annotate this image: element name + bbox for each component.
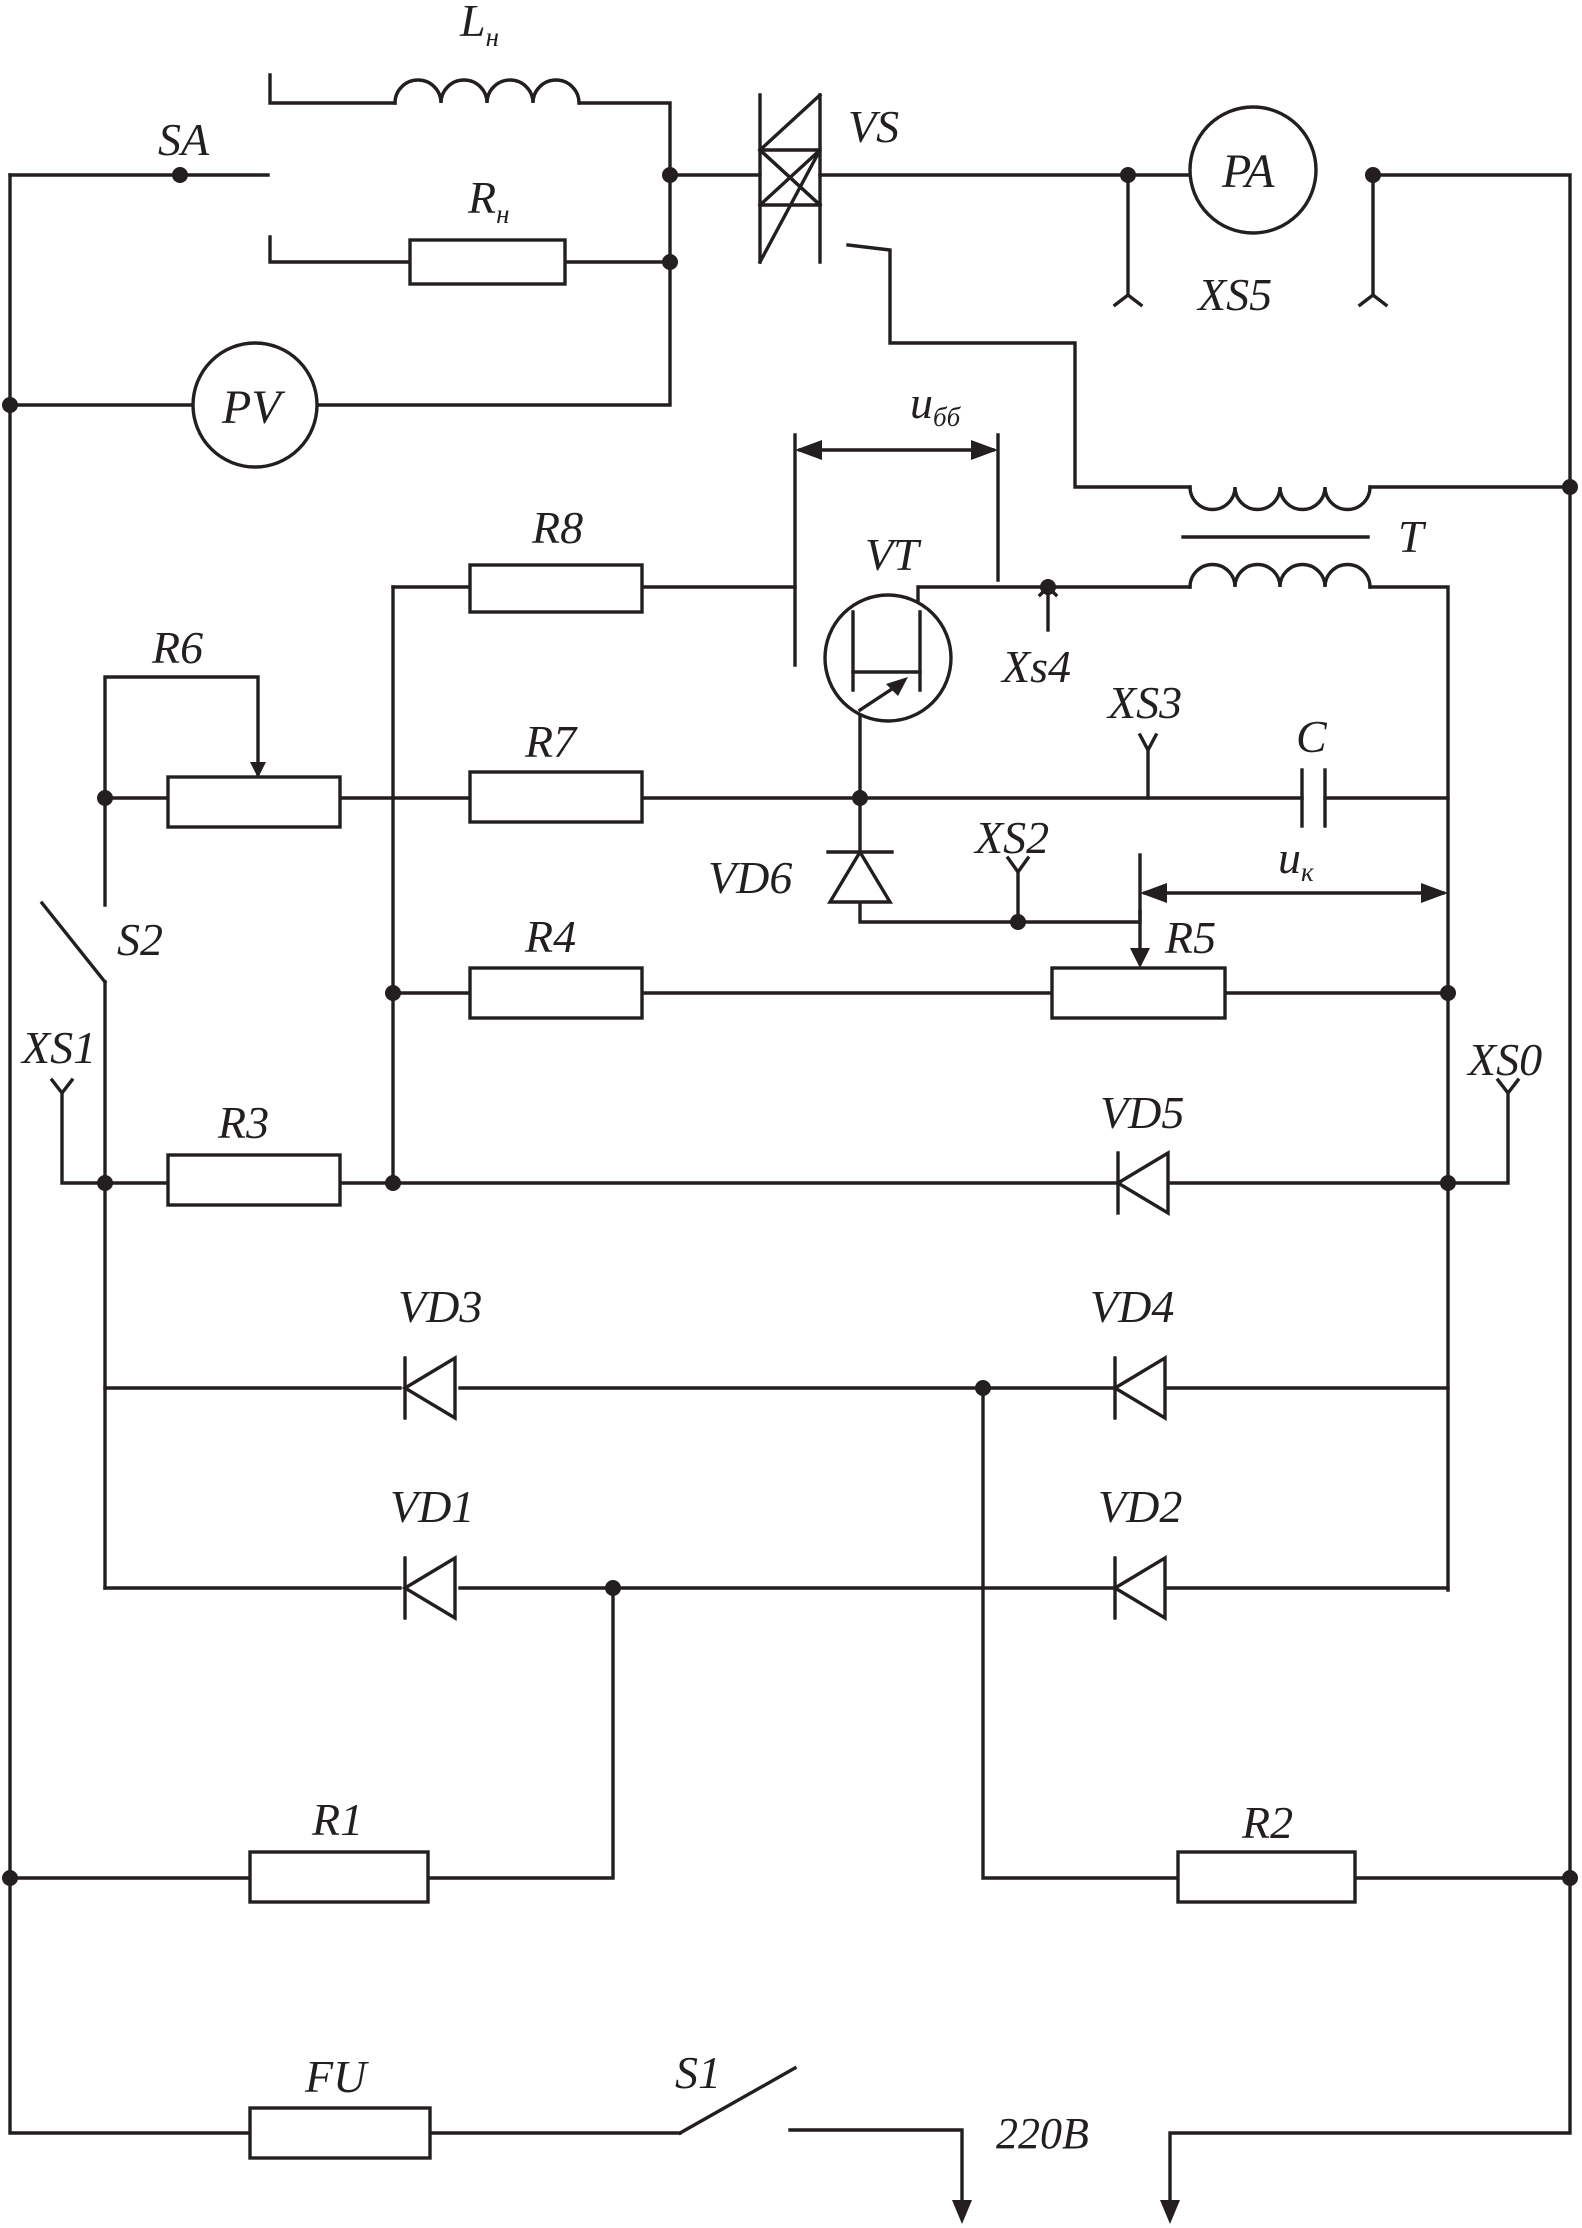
- label-rn: Rн: [467, 172, 510, 229]
- label-pa: PA: [1221, 145, 1275, 198]
- junction-dots: [2, 167, 1578, 1886]
- label-r3: R3: [217, 1097, 269, 1148]
- diode-vd1: [401, 1554, 457, 1622]
- label-u-k: uк: [1278, 832, 1314, 887]
- label-u-bb: uбб: [910, 377, 962, 432]
- dimension-u-bb: [795, 440, 998, 460]
- diode-vd2: [1111, 1554, 1167, 1622]
- label-xs4: Xs4: [1000, 641, 1071, 692]
- voltmeter-pv: [191, 341, 319, 469]
- label-u-bb-sub: бб: [933, 402, 962, 432]
- label-c: C: [1296, 711, 1328, 762]
- wires: [8, 73, 1572, 2212]
- label-u-k-main: u: [1278, 832, 1301, 883]
- label-xs0: XS0: [1466, 1034, 1542, 1085]
- label-r6: R6: [151, 622, 203, 673]
- label-ln-sub: н: [486, 22, 499, 52]
- label-rn-sub: н: [496, 199, 509, 229]
- resistor-r1: [248, 1850, 430, 1904]
- dimension-u-k: [1140, 883, 1448, 903]
- label-r5: R5: [1164, 912, 1216, 963]
- xs0-socket: [1495, 1077, 1521, 1096]
- resistor-r8: [468, 563, 644, 614]
- label-u-k-sub: к: [1301, 857, 1314, 887]
- resistor-r7: [468, 770, 644, 824]
- label-vd1: VD1: [390, 1481, 474, 1532]
- xs1-socket: [49, 1077, 75, 1096]
- label-xs3: XS3: [1106, 677, 1182, 728]
- label-vs: VS: [848, 101, 899, 152]
- label-r7: R7: [524, 716, 578, 767]
- capacitor-c: [1300, 768, 1327, 828]
- label-s2: S2: [117, 914, 163, 965]
- s1-switch: [677, 2065, 798, 2136]
- ammeter-pa: [1188, 105, 1318, 235]
- label-vd3: VD3: [398, 1281, 482, 1332]
- label-rn-main: R: [467, 172, 496, 223]
- diode-vd3: [401, 1354, 457, 1422]
- fuse-fu: [248, 2106, 432, 2160]
- label-220v: 220В: [996, 2109, 1089, 2158]
- label-xs1: XS1: [20, 1022, 96, 1073]
- diode-vd4: [1111, 1354, 1167, 1422]
- xs2-socket: [1005, 855, 1031, 875]
- label-r1: R1: [311, 1794, 363, 1845]
- label-vt: VT: [865, 529, 922, 580]
- label-sa: SA: [158, 114, 210, 165]
- label-vd4: VD4: [1090, 1281, 1174, 1332]
- arrow-220v-left: [952, 2200, 972, 2224]
- label-u-bb-main: u: [910, 377, 933, 428]
- label-pv: PV: [221, 381, 285, 434]
- xs5-socket: [1112, 292, 1389, 308]
- transistor-vt: [823, 593, 953, 723]
- label-t: T: [1398, 511, 1427, 562]
- r5-wiper: [1130, 910, 1150, 968]
- resistor-r3: [166, 1153, 342, 1207]
- resistor-r4: [468, 966, 644, 1020]
- inductor-ln: [393, 78, 581, 105]
- label-ln: Lн: [459, 0, 499, 52]
- label-vd6: VD6: [708, 852, 792, 903]
- triac-vs: [757, 92, 823, 265]
- resistor-r6: [166, 775, 342, 829]
- resistor-r2: [1176, 1850, 1357, 1904]
- label-vd2: VD2: [1098, 1481, 1182, 1532]
- junction-pa-right: [1365, 167, 1381, 183]
- label-xs2: XS2: [973, 812, 1049, 863]
- label-s1: S1: [675, 2047, 721, 2098]
- sa-switch: [172, 167, 270, 183]
- diode-vd6: [826, 848, 894, 904]
- junction-pa-left: [1120, 167, 1136, 183]
- diode-vd5: [1114, 1149, 1170, 1217]
- resistor-rn: [408, 238, 567, 286]
- resistor-r5: [1050, 966, 1227, 1020]
- xs3-socket: [1137, 732, 1159, 754]
- label-r4: R4: [524, 911, 576, 962]
- label-xs5: XS5: [1196, 269, 1272, 320]
- arrow-220v-right: [1160, 2200, 1180, 2224]
- label-ln-main: L: [459, 0, 486, 46]
- transformer-t: [1181, 485, 1372, 589]
- label-r2: R2: [1241, 1797, 1293, 1848]
- label-fu: FU: [304, 2051, 369, 2102]
- label-vd5: VD5: [1100, 1087, 1184, 1138]
- r6-wiper: [250, 762, 266, 778]
- label-r8: R8: [531, 502, 583, 553]
